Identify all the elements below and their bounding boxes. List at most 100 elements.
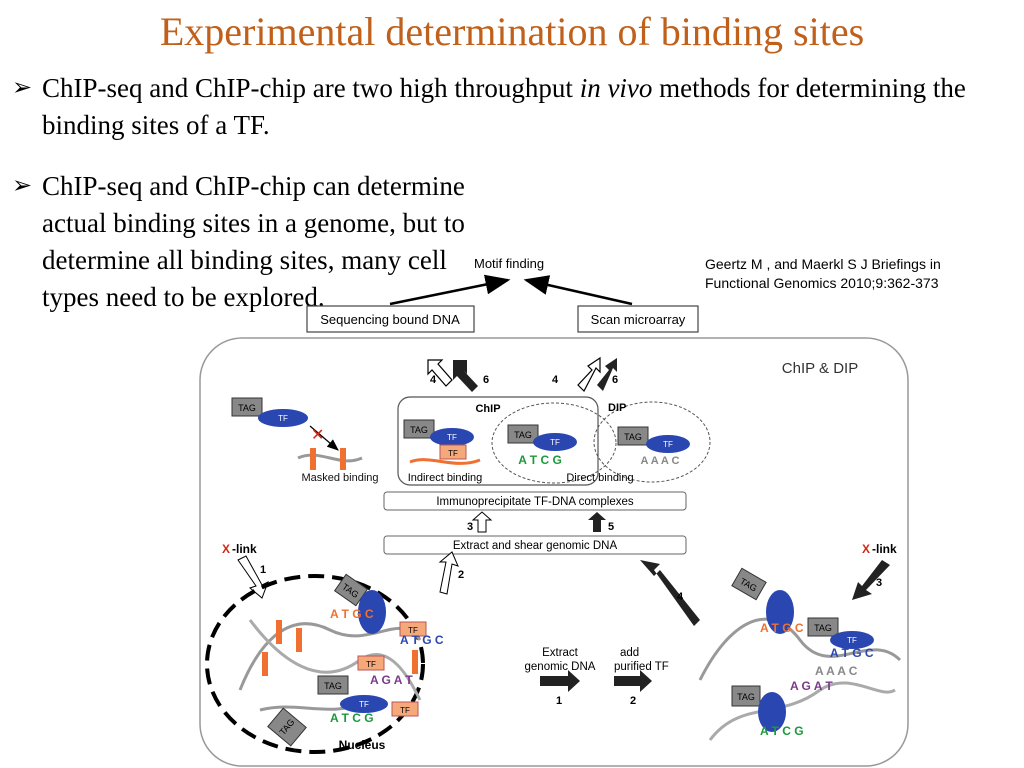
- hollow-down-arrow-icon: [237, 555, 269, 599]
- extract-genomic-label-1: Extract: [542, 647, 579, 659]
- solid-up-arrow-icon: [588, 512, 606, 532]
- svg-text:A G A T: A G A T: [790, 679, 833, 693]
- svg-text:4: 4: [552, 374, 559, 386]
- svg-text:2: 2: [458, 569, 464, 581]
- svg-text:1: 1: [556, 695, 562, 707]
- svg-text:TF: TF: [550, 438, 560, 447]
- scan-box-label: Scan microarray: [591, 312, 686, 327]
- svg-text:A T G C: A T G C: [760, 621, 804, 635]
- svg-text:TF: TF: [359, 700, 369, 709]
- svg-text:TF: TF: [278, 414, 288, 423]
- svg-text:TF: TF: [366, 660, 376, 669]
- bullet-1-text-end: methods for determining the binding site…: [42, 73, 966, 140]
- svg-text:TF: TF: [447, 433, 457, 442]
- nucleus-outline: [205, 574, 425, 754]
- masked-binding-label: Masked binding: [301, 472, 378, 484]
- slide-title: Experimental determination of binding si…: [159, 9, 865, 54]
- solid-up-arrow-icon: [453, 360, 478, 392]
- svg-text:4: 4: [677, 591, 684, 603]
- svg-text:A G A T: A G A T: [370, 673, 413, 687]
- step-arrows-left: 4 6: [427, 359, 489, 392]
- arrow-to-motif-left: [389, 274, 511, 306]
- extract-shear-label: Extract and shear genomic DNA: [453, 540, 618, 552]
- svg-text:TF: TF: [400, 706, 410, 715]
- svg-text:TF: TF: [448, 449, 458, 458]
- nucleus-label: Nucleus: [339, 738, 386, 752]
- xlink-left-x: X: [222, 542, 230, 556]
- svg-text:1: 1: [260, 564, 266, 576]
- arrow-to-motif-right: [523, 275, 633, 306]
- bullet-1: ➢ ChIP-seq and ChIP-chip are two high th…: [12, 70, 1002, 144]
- hollow-up-arrow-icon: [427, 359, 453, 387]
- immunoprecipitate-label: Immunoprecipitate TF-DNA complexes: [436, 496, 634, 508]
- hollow-up-arrow-icon: [471, 511, 493, 533]
- svg-text:A T C G: A T C G: [760, 724, 804, 738]
- svg-text:A T G C: A T G C: [400, 633, 444, 647]
- svg-text:TAG: TAG: [624, 432, 642, 442]
- svg-text:TAG: TAG: [514, 430, 532, 440]
- svg-text:TAG: TAG: [814, 623, 832, 633]
- xlink-left-label: -link: [232, 542, 257, 556]
- indirect-binding-illustration: TAG TF TF Indirect binding: [403, 419, 483, 484]
- add-tf-label-2: purified TF: [614, 661, 669, 673]
- svg-text:TAG: TAG: [410, 425, 428, 435]
- svg-text:6: 6: [612, 374, 618, 386]
- svg-text:5: 5: [608, 521, 614, 533]
- right-arrow-icon: [614, 670, 652, 692]
- svg-text:DIP: DIP: [608, 402, 626, 414]
- indirect-binding-label: Indirect binding: [408, 472, 483, 484]
- svg-text:A T C G: A T C G: [518, 453, 562, 467]
- svg-text:6: 6: [483, 374, 489, 386]
- panel-title: ChIP & DIP: [782, 360, 858, 377]
- bullet-2: ➢ ChIP-seq and ChIP-chip can determine a…: [12, 168, 1002, 316]
- xlink-right-x: X: [862, 542, 870, 556]
- svg-text:3: 3: [467, 521, 473, 533]
- citation: Geertz M , and Maerkl S J Briefings in F…: [705, 256, 941, 291]
- svg-text:A A A C: A A A C: [815, 664, 858, 678]
- svg-text:A T G C: A T G C: [830, 646, 874, 660]
- sequencing-box: [306, 305, 475, 333]
- bullet-arrow-icon: ➢: [12, 75, 33, 101]
- extract-shear-box: [383, 535, 687, 555]
- immunoprecipitate-box: [383, 491, 687, 511]
- bullet-2-text: ChIP-seq and ChIP-chip can determine act…: [42, 171, 465, 312]
- bullet-1-italic: in vivo: [579, 73, 653, 103]
- bullet-arrow-icon: ➢: [12, 173, 33, 199]
- masked-binding-illustration: TAG TF ✕ Masked binding: [231, 397, 379, 484]
- hollow-up-arrow-icon: [438, 551, 459, 595]
- chip-direct-illustration: TAG TF A T C G: [507, 424, 577, 467]
- svg-text:3: 3: [876, 577, 882, 589]
- chip-box: [397, 396, 599, 486]
- svg-text:2: 2: [630, 695, 636, 707]
- svg-text:4: 4: [430, 374, 437, 386]
- scan-box: [577, 305, 699, 333]
- svg-text:TAG: TAG: [737, 692, 755, 702]
- motif-finding-label: Motif finding: [474, 256, 545, 271]
- dna-oval-center: [491, 402, 617, 484]
- step-arrows-right: 4 6: [552, 356, 618, 393]
- svg-text:TF: TF: [663, 440, 673, 449]
- svg-text:ChIP: ChIP: [475, 403, 500, 415]
- nucleus-chromatin: TF TF TF TAG A T G C A T G C A G A T TAG…: [238, 573, 444, 747]
- xlink-right-label: -link: [872, 542, 897, 556]
- svg-text:A T C G: A T C G: [330, 711, 374, 725]
- svg-text:TF: TF: [408, 626, 418, 635]
- sequencing-box-label: Sequencing bound DNA: [320, 312, 460, 327]
- extract-genomic-label-2: genomic DNA: [525, 661, 596, 673]
- add-tf-label-1: add: [620, 647, 639, 659]
- hollow-up-arrow-icon: [577, 356, 601, 393]
- dip-direct-illustration: TAG TF A A A C Direct binding: [566, 426, 690, 484]
- svg-text:TF: TF: [847, 636, 857, 645]
- solid-up-arrow-icon: [597, 358, 617, 391]
- svg-text:A T G C: A T G C: [330, 607, 374, 621]
- cross-icon: ✕: [311, 427, 324, 444]
- diagonal-down-arrow-icon: [852, 560, 890, 600]
- svg-text:A A A C: A A A C: [641, 455, 680, 467]
- svg-text:TAG: TAG: [238, 403, 256, 413]
- purified-dna-complex: TAG A T G C TAG TF A T G C A A A C A G A…: [698, 567, 902, 741]
- right-arrow-icon: [540, 670, 580, 692]
- diagonal-up-arrow-icon: [640, 560, 700, 626]
- dip-oval: [593, 401, 711, 483]
- bullet-1-text: ChIP-seq and ChIP-chip are two high thro…: [42, 73, 580, 103]
